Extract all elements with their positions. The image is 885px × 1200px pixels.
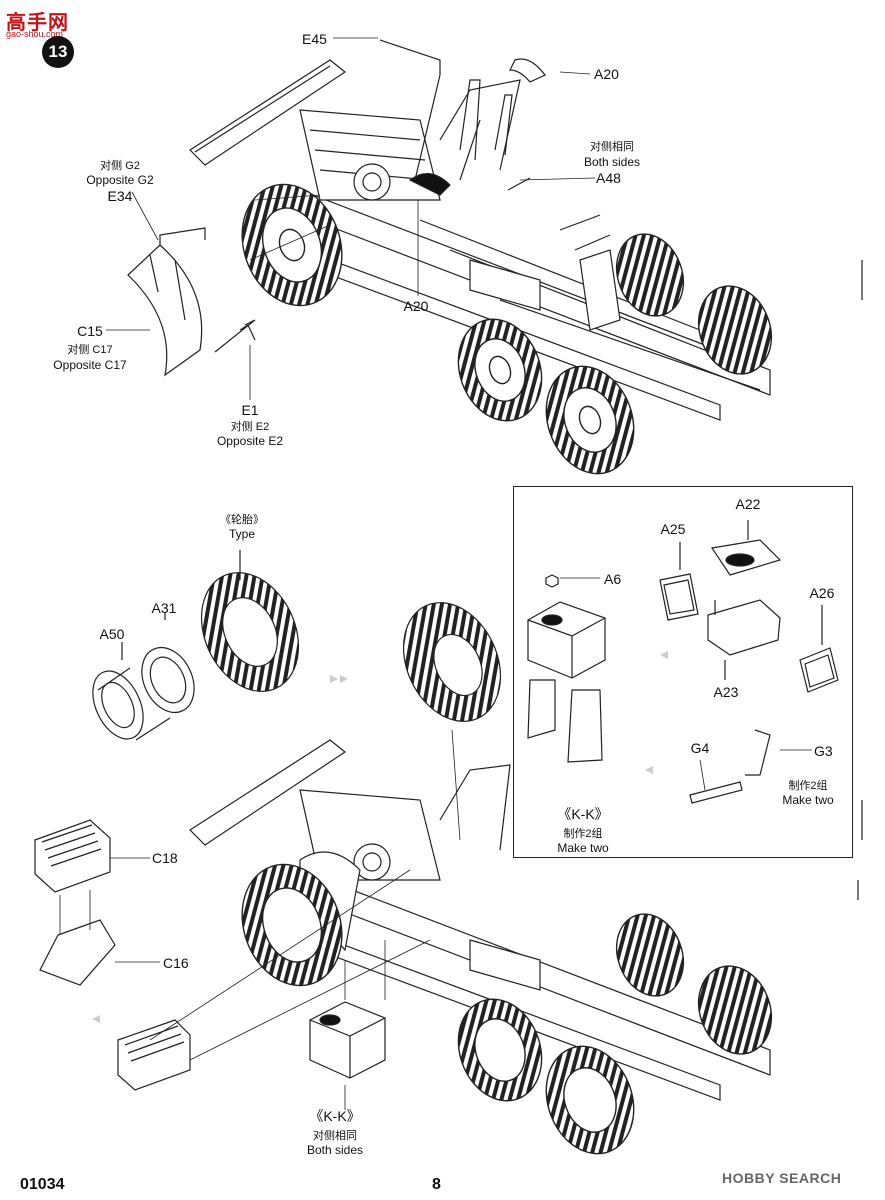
label-kk-title-bottom: 《K-K》 (309, 1108, 361, 1124)
kk-detail-panel (513, 486, 853, 858)
top-wheels (241, 183, 773, 475)
label-both-sides-cn: 对侧相同 (590, 141, 634, 153)
page-number: 8 (432, 1176, 441, 1193)
label-make-two-cn: 制作2组 (563, 828, 603, 840)
label-both-sides-en: Both sides (583, 155, 641, 169)
label-e34: E34 (107, 188, 133, 204)
label-kk-title-panel: 《K-K》 (557, 806, 609, 822)
label-a6: A6 (604, 571, 622, 587)
label-type-cn: 《轮胎》 (220, 514, 264, 526)
label-a20-top: A20 (594, 66, 619, 82)
label-opp-e2-cn: 对侧 E2 (230, 421, 270, 433)
label-make-two-en: Make two (557, 841, 609, 855)
label-c18: C18 (152, 850, 178, 866)
label-e1: E1 (241, 402, 259, 418)
kk-panel-art (527, 520, 839, 804)
label-g3: G3 (814, 743, 833, 759)
label-a26: A26 (809, 585, 835, 601)
label-opp-g2-en: Opposite G2 (86, 173, 154, 187)
step-number-badge: 13 (42, 36, 74, 68)
label-make-two-en-right: Make two (782, 793, 834, 807)
label-a50: A50 (99, 626, 125, 642)
label-a48: A48 (596, 170, 621, 186)
product-code: 01034 (20, 1176, 65, 1193)
label-c16: C16 (163, 955, 189, 971)
label-both-sides-cn-bottom: 对侧相同 (313, 1130, 357, 1142)
label-opp-c17-cn: 对侧 C17 (67, 344, 113, 356)
label-opp-c17-en: Opposite C17 (53, 358, 127, 372)
logo-text: 高手网 (6, 12, 69, 34)
bottom-wheels (241, 863, 773, 1155)
label-a22: A22 (735, 496, 761, 512)
label-e45: E45 (302, 31, 327, 47)
brand-watermark: HOBBY SEARCH (722, 1170, 842, 1186)
label-a31: A31 (151, 600, 177, 616)
label-g4: G4 (690, 740, 710, 756)
label-a25: A25 (660, 521, 686, 537)
label-a20-mid: A20 (403, 298, 429, 314)
wheel-explode (92, 550, 502, 841)
label-opp-e2-en: Opposite E2 (216, 434, 284, 448)
label-make-two-cn-right: 制作2组 (788, 780, 828, 792)
label-type-en: Type (228, 527, 256, 541)
label-a23: A23 (713, 684, 739, 700)
label-both-sides-en-bottom: Both sides (306, 1143, 364, 1157)
logo-subtext: gao-shou.com (6, 29, 64, 39)
label-c15: C15 (77, 323, 103, 339)
label-opp-g2-cn: 对侧 G2 (100, 160, 140, 172)
